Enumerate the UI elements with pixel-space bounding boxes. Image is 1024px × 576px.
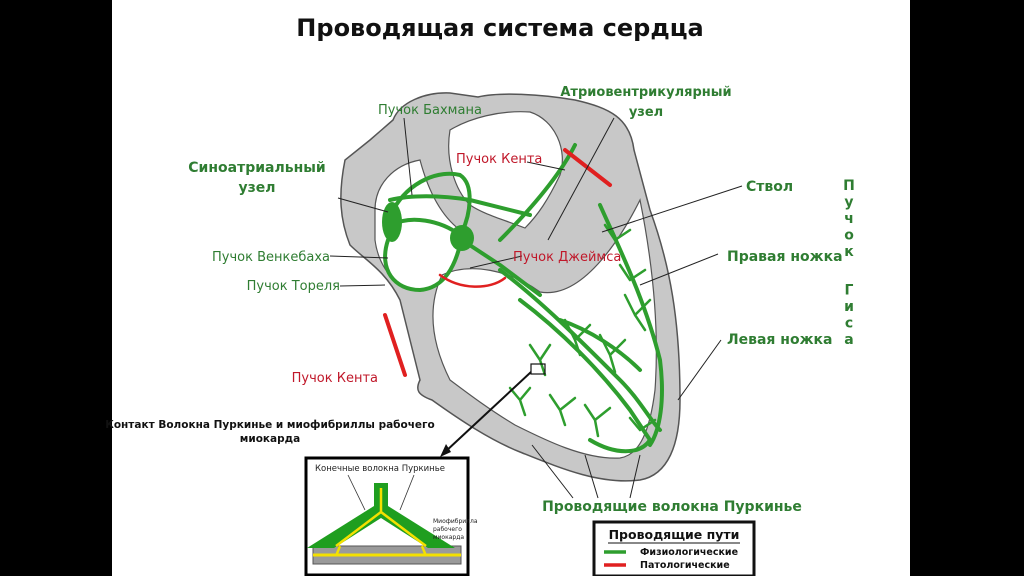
purkinje-network — [508, 223, 657, 438]
inset-purkinje-fiber — [307, 483, 455, 548]
label-thorel: Пучок Тореля — [247, 279, 340, 294]
his-trunk — [460, 238, 542, 297]
legend-label-physiological: Физиологические — [640, 547, 738, 558]
james-bundle — [438, 273, 507, 288]
label-trunk: Ствол — [746, 179, 793, 195]
label-kent-top: Пучок Кента — [456, 152, 542, 167]
his-vertical-letter: с — [845, 316, 853, 332]
his-vertical-letter: П — [843, 178, 855, 194]
label-bachmann: Пучок Бахмана — [378, 103, 482, 118]
label-right-branch: Правая ножка — [727, 249, 843, 265]
his-vertical-letter: у — [844, 195, 853, 211]
right-bundle-branch — [518, 298, 652, 454]
his-vertical-letter: к — [844, 244, 854, 260]
his-vertical-letter: о — [844, 228, 854, 244]
label-kent-bottom: Пучок Кента — [292, 371, 378, 386]
label-av-node-2: узел — [629, 105, 663, 120]
heart-wall — [340, 92, 681, 482]
his-vertical-letter: Г — [845, 283, 854, 299]
sa-node — [382, 202, 402, 242]
inset-impulse-path — [334, 488, 428, 557]
septal-long — [598, 203, 664, 447]
label-purkinje: Проводящие волокна Пуркинье — [542, 499, 802, 515]
inset-panel: Конечные волокна Пуркинье Миофибрилла ра… — [304, 456, 478, 576]
label-left-branch: Левая ножка — [727, 332, 832, 348]
inset-myofibril-2: рабочего — [433, 526, 462, 533]
inset-terminal-fibers: Конечные волокна Пуркинье — [315, 464, 445, 474]
kent-bundle-bottom — [383, 313, 407, 377]
contact-arrow — [444, 371, 532, 453]
legend-title: Проводящие пути — [609, 527, 740, 542]
av-node — [450, 225, 474, 251]
label-av-node-1: Атриовентрикулярный — [560, 85, 731, 100]
physiological-pathways — [383, 143, 664, 454]
label-sa-node-2: узел — [238, 180, 275, 196]
contact-marker — [530, 363, 546, 375]
leader-lines — [329, 117, 743, 499]
page-title: Проводящая система сердца — [296, 14, 703, 42]
his-vertical-letter: ч — [844, 211, 854, 227]
his-vertical-letter: и — [844, 299, 854, 315]
thorel-bundle — [383, 238, 462, 292]
label-contact-1: Контакт Волокна Пуркинье и миофибриллы р… — [105, 419, 435, 431]
legend: Проводящие пути Физиологические Патологи… — [592, 520, 756, 576]
inset-myofibril-3: миокарда — [433, 534, 464, 541]
label-wenckebach: Пучок Венкебаха — [212, 250, 330, 265]
label-sa-node-1: Синоатриальный — [188, 160, 325, 176]
inset-myofibril-1: Миофибрилла — [433, 518, 478, 525]
arrow-head — [440, 444, 451, 457]
his-vertical-letter: а — [844, 332, 853, 348]
label-contact-2: миокарда — [240, 433, 300, 445]
internodal-top — [391, 171, 472, 234]
legend-label-pathological: Патологические — [640, 560, 730, 571]
label-james: Пучок Джеймса — [513, 250, 621, 265]
